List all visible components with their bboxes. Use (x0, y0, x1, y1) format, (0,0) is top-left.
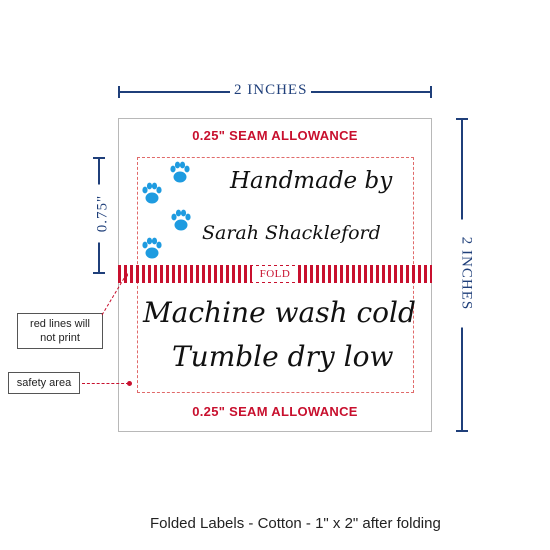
width-dimension-label: 2 INCHES (230, 82, 312, 99)
safety-area-leader-dot (127, 381, 132, 386)
paw-icon (171, 209, 191, 231)
care-line-dry: Tumble dry low (172, 340, 394, 373)
height-dimension-label: 2 INCHES (457, 219, 475, 328)
care-line-wash: Machine wash cold (143, 296, 416, 329)
paw-icon (142, 237, 162, 259)
red-lines-note: red lines will not print (17, 313, 103, 349)
paw-icon (170, 161, 190, 183)
seam-allowance-top: 0.25" SEAM ALLOWANCE (192, 128, 358, 143)
paw-prints (142, 161, 191, 259)
safety-area-leader (82, 383, 129, 384)
red-lines-leader (101, 273, 128, 316)
fold-label: FOLD (252, 266, 298, 282)
label-line-handmade-by: Handmade by (230, 168, 393, 194)
seam-allowance-bottom: 0.25" SEAM ALLOWANCE (192, 404, 358, 419)
label-line-maker-name: Sarah Shackleford (202, 222, 381, 244)
paw-icon (142, 182, 162, 204)
section-dimension-label: 0.75" (94, 184, 112, 243)
product-caption: Folded Labels - Cotton - 1" x 2" after f… (150, 515, 441, 532)
safety-area-note: safety area (8, 372, 80, 394)
